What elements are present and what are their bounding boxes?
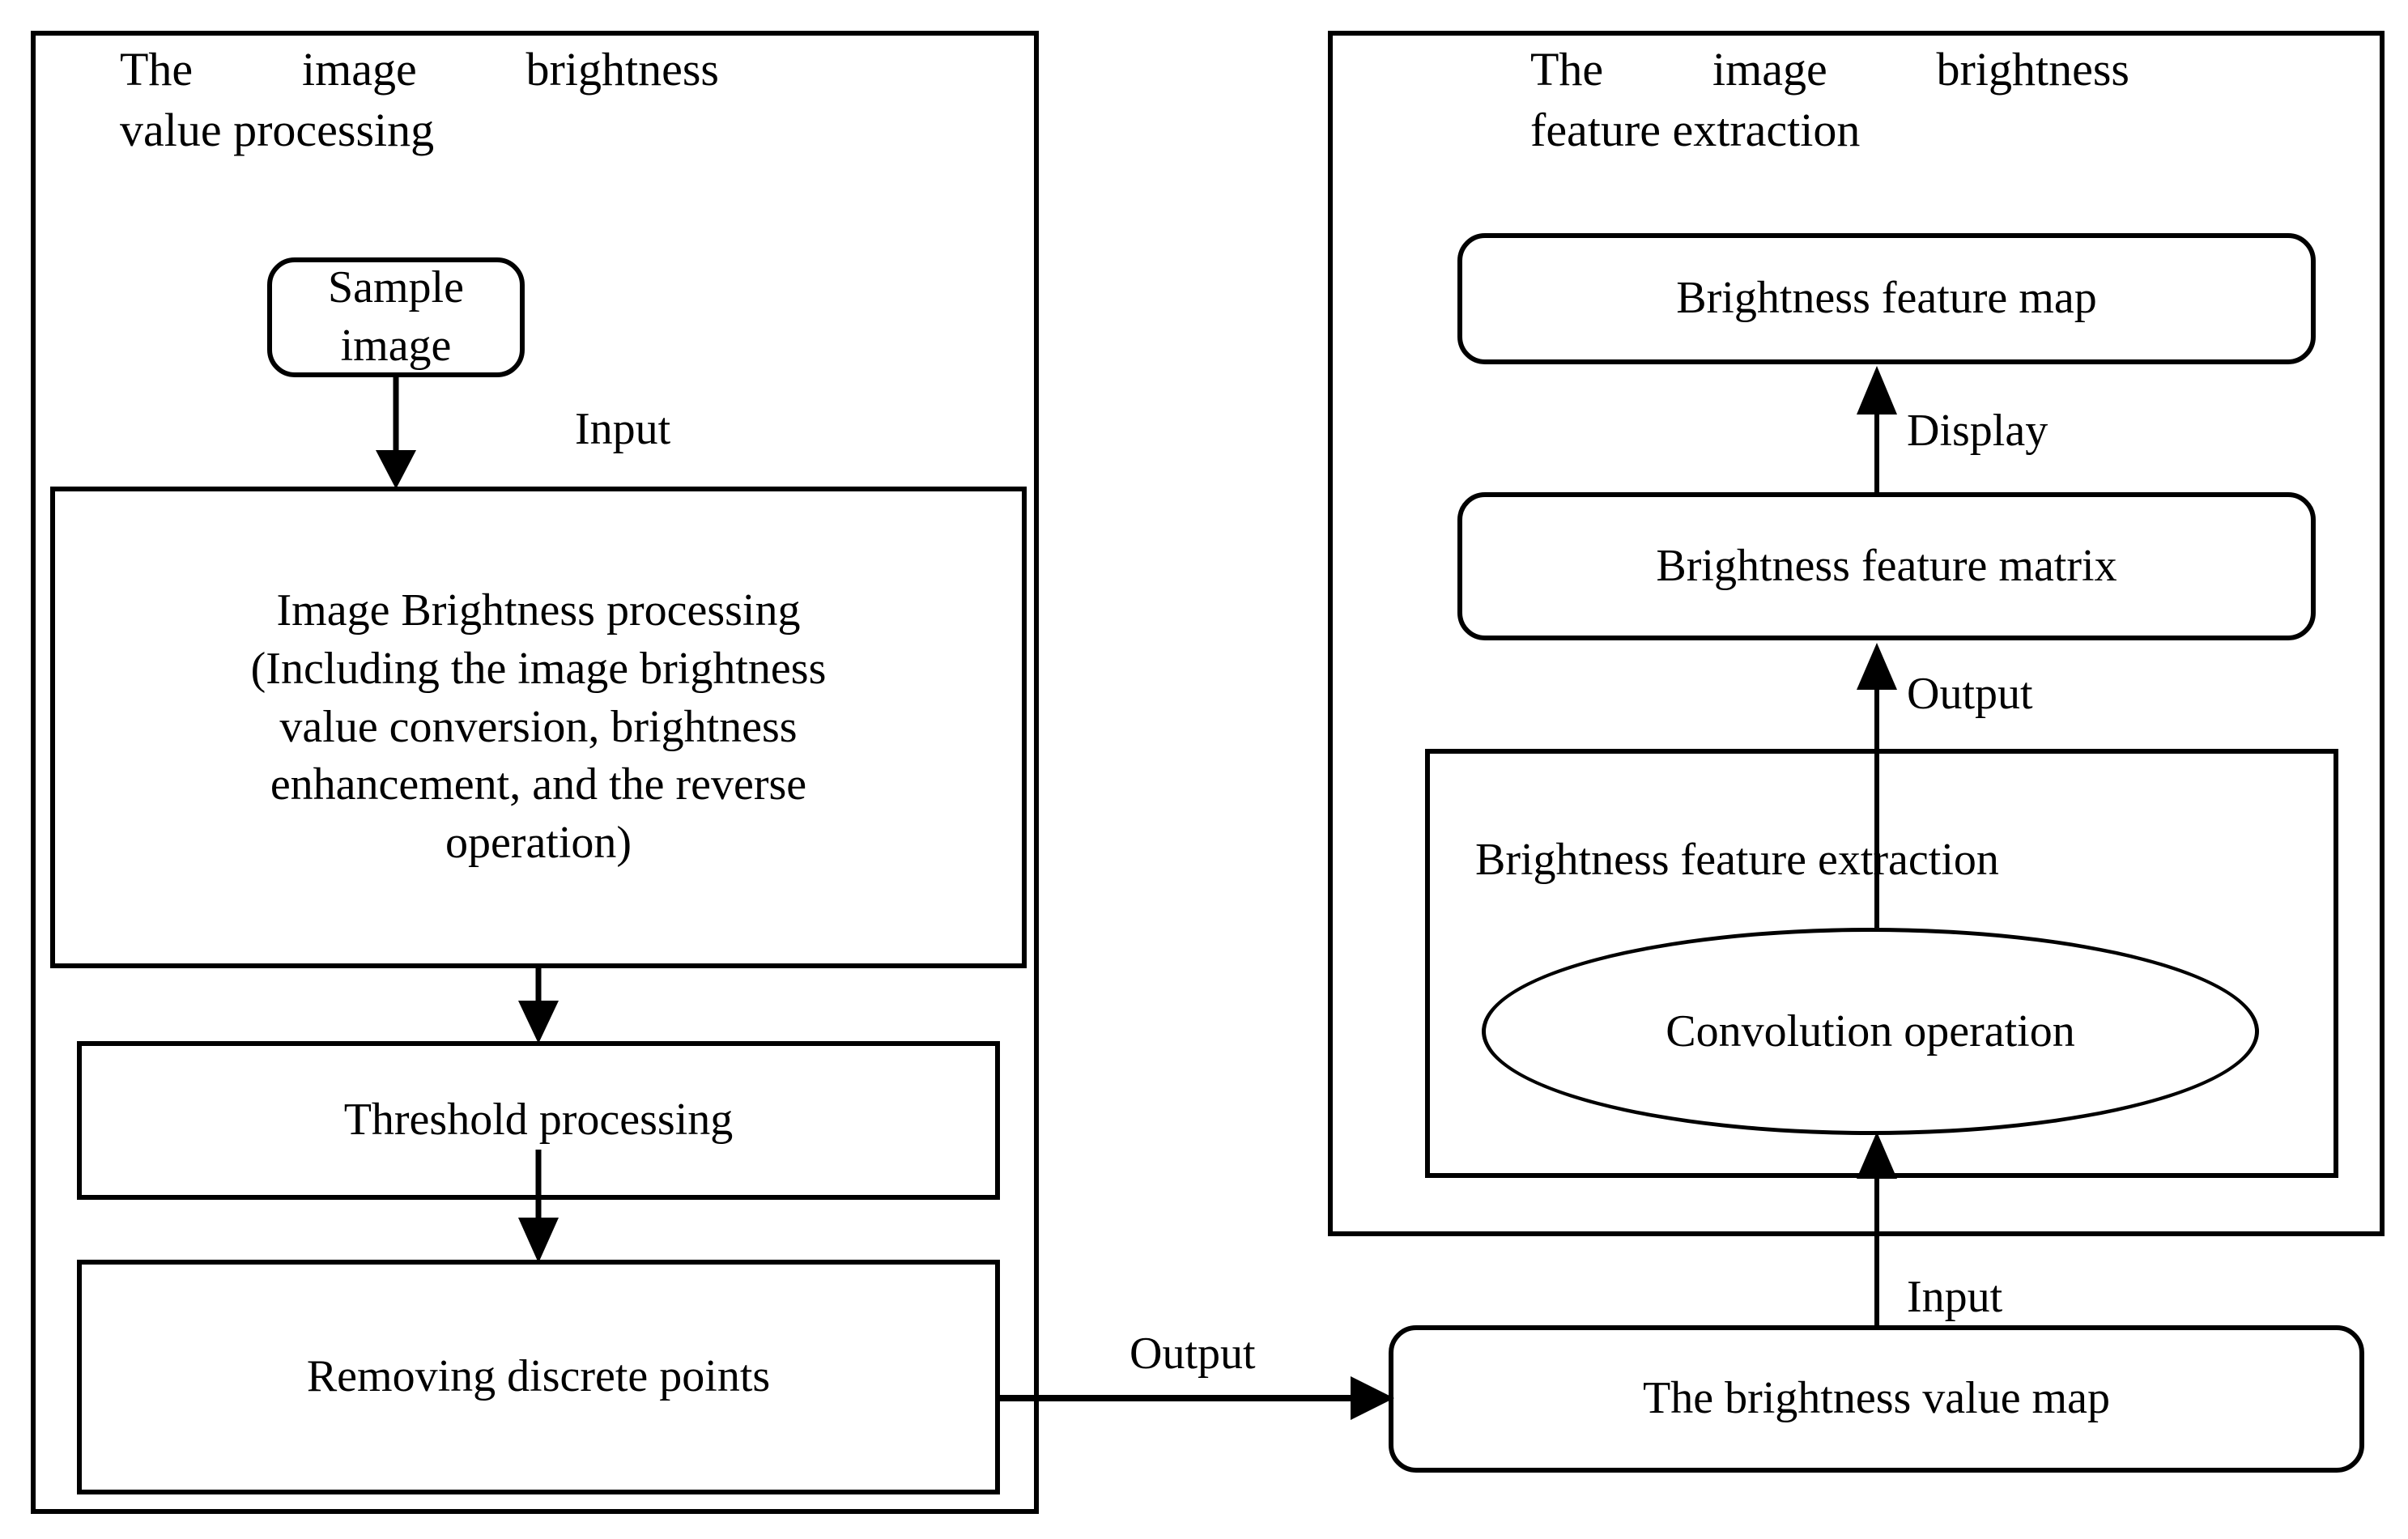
node-brightness-value-map-label: The brightness value map: [1643, 1373, 2110, 1424]
node-brightness-processing-line-4: enhancement, and the reverse: [270, 759, 807, 810]
edge-label-input-value-map-to-convolution: Input: [1907, 1272, 2003, 1322]
node-removing-discrete-points-label: Removing discrete points: [306, 1351, 771, 1402]
right-panel-title-line2: feature extraction: [1530, 104, 1861, 157]
left-panel-title-line1: The image brightness: [120, 43, 719, 96]
edge-label-input-sample-to-processing: Input: [575, 404, 671, 454]
node-brightness-processing-line-1: Image Brightness processing: [276, 585, 801, 636]
node-threshold-processing[interactable]: Threshold processing: [77, 1041, 1000, 1200]
left-panel-title: The image brightness value processing: [120, 39, 719, 161]
node-brightness-value-map[interactable]: The brightness value map: [1389, 1325, 2364, 1473]
node-brightness-feature-map[interactable]: Brightness feature map: [1457, 233, 2316, 364]
edge-label-display-matrix-to-map: Display: [1907, 406, 2049, 456]
edge-label-output-removing-to-value-map: Output: [1130, 1329, 1256, 1379]
node-brightness-processing-line-5: operation): [445, 818, 632, 868]
node-sample-image[interactable]: Sample image: [267, 257, 525, 377]
right-panel-title-line1: The image brightness: [1530, 43, 2129, 96]
group-brightness-feature-extraction-label: Brightness feature extraction: [1475, 835, 1999, 885]
edge-label-output-extraction-to-matrix: Output: [1907, 669, 2033, 719]
node-brightness-processing-line-2: (Including the image brightness: [250, 643, 827, 694]
arrow-removing-discrete-points-to-brightness-value-map: [1000, 1376, 1394, 1420]
node-convolution-operation-label: Convolution operation: [1666, 1006, 2075, 1056]
node-brightness-feature-matrix[interactable]: Brightness feature matrix: [1457, 492, 2316, 640]
left-panel-title-line2: value processing: [120, 104, 435, 157]
node-brightness-feature-map-label: Brightness feature map: [1676, 273, 2097, 324]
node-removing-discrete-points[interactable]: Removing discrete points: [77, 1260, 1000, 1494]
node-sample-image-label: Sample image: [328, 262, 464, 371]
node-brightness-processing-line-3: value conversion, brightness: [279, 701, 798, 752]
node-brightness-feature-matrix-label: Brightness feature matrix: [1656, 540, 2117, 591]
right-panel-title: The image brightness feature extraction: [1530, 39, 2129, 161]
node-threshold-processing-label: Threshold processing: [343, 1095, 734, 1146]
node-image-brightness-processing[interactable]: Image Brightness processing (Including t…: [50, 487, 1027, 968]
node-convolution-operation[interactable]: Convolution operation: [1482, 928, 2259, 1135]
